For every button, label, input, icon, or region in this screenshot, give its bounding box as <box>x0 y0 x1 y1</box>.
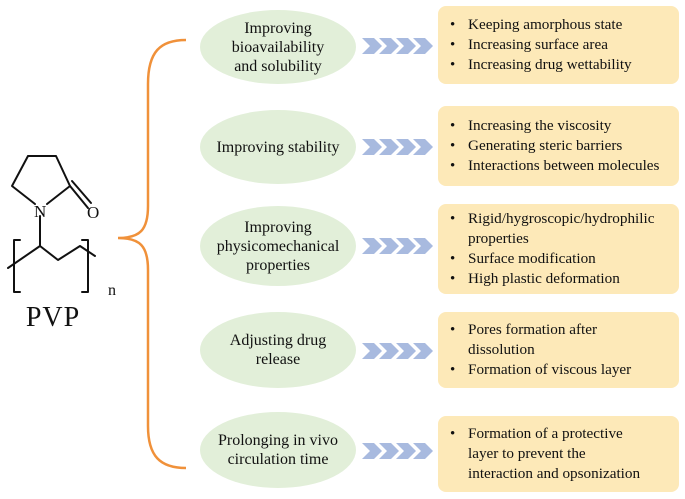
function-label: Prolonging in vivo circulation time <box>217 432 338 468</box>
arrow-chevrons <box>362 38 433 54</box>
chevron-icon <box>396 38 416 54</box>
function-ellipse: Improving physicomechanical properties <box>200 206 356 286</box>
nitrogen-atom: N <box>34 202 46 221</box>
bracket-right <box>81 239 89 293</box>
detail-box: Keeping amorphous state Increasing surfa… <box>438 6 679 84</box>
detail-item: Keeping amorphous state <box>446 15 673 35</box>
detail-box: Rigid/hygroscopic/hydrophilic properties… <box>438 204 679 294</box>
chevron-icon <box>413 139 433 155</box>
molecule-name: PVP <box>25 302 81 333</box>
chevron-icon <box>362 443 382 459</box>
function-label: Adjusting drug release <box>229 332 327 368</box>
function-ellipse: Improving stability <box>200 110 356 184</box>
chevron-icon <box>413 343 433 359</box>
chevron-icon <box>396 238 416 254</box>
arrow-chevrons <box>362 139 433 155</box>
arrow-chevrons <box>362 238 433 254</box>
arrow-chevrons <box>362 343 433 359</box>
function-label: Improving bioavailability and solubility <box>231 19 325 75</box>
detail-box: Pores formation after dissolution Format… <box>438 312 679 388</box>
detail-item: Increasing surface area <box>446 35 673 55</box>
chevron-icon <box>396 343 416 359</box>
chevron-icon <box>413 238 433 254</box>
bracket-left <box>13 239 21 293</box>
chevron-icon <box>379 238 399 254</box>
function-ellipse: Adjusting drug release <box>200 312 356 388</box>
repeat-subscript: n <box>108 282 116 299</box>
detail-item: Increasing drug wettability <box>446 55 673 75</box>
function-ellipse: Prolonging in vivo circulation time <box>200 412 356 488</box>
pyrrolidone-ring <box>11 155 71 205</box>
chevron-icon <box>379 139 399 155</box>
chevron-icon <box>362 38 382 54</box>
chevron-icon <box>362 139 382 155</box>
arrow-chevrons <box>362 443 433 459</box>
detail-item: High plastic deformation <box>446 269 673 289</box>
chevron-icon <box>396 139 416 155</box>
oxygen-atom: O <box>87 203 99 222</box>
detail-box: Formation of a protective layer to preve… <box>438 416 679 492</box>
chevron-icon <box>379 443 399 459</box>
carbonyl-bond <box>69 180 92 209</box>
detail-item: Formation of viscous layer <box>446 360 673 380</box>
detail-item: Interactions between molecules <box>446 156 673 176</box>
detail-item: Formation of a protective layer to preve… <box>446 424 673 484</box>
chevron-icon <box>396 443 416 459</box>
detail-box: Increasing the viscosity Generating ster… <box>438 106 679 186</box>
chevron-icon <box>379 38 399 54</box>
polymer-backbone <box>7 245 96 269</box>
chevron-icon <box>413 38 433 54</box>
function-label: Improving physicomechanical properties <box>216 218 340 274</box>
pvp-structure <box>7 155 96 293</box>
chevron-icon <box>362 238 382 254</box>
detail-item: Rigid/hygroscopic/hydrophilic properties <box>446 209 673 249</box>
orange-brace <box>117 38 187 470</box>
detail-item: Pores formation after dissolution <box>446 320 673 360</box>
chevron-icon <box>362 343 382 359</box>
detail-item: Surface modification <box>446 249 673 269</box>
chevron-icon <box>413 443 433 459</box>
detail-item: Generating steric barriers <box>446 136 673 156</box>
detail-item: Increasing the viscosity <box>446 116 673 136</box>
chevron-icon <box>379 343 399 359</box>
function-label: Improving stability <box>216 138 340 156</box>
function-ellipse: Improving bioavailability and solubility <box>200 10 356 84</box>
